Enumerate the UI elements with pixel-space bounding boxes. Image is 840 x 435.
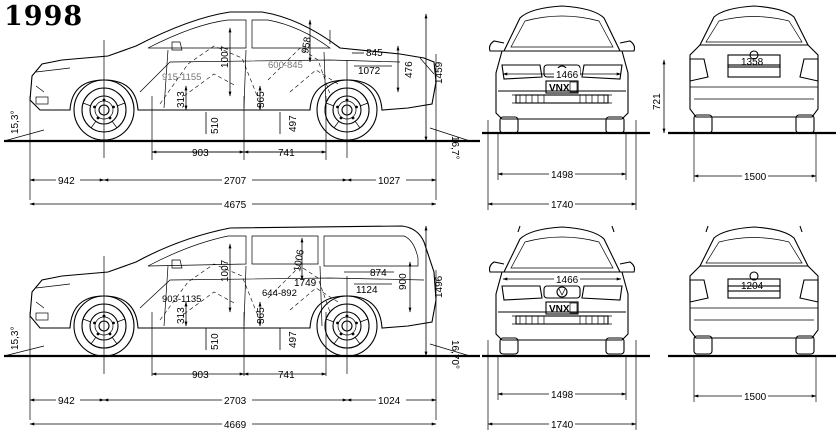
dim-1024: 1024 [378, 396, 401, 407]
dim-1007: 1007 [220, 45, 231, 68]
wagon-lower-dimensions: 313 365 510 497 15,3° 16,70° [3, 301, 471, 369]
wagon-top-dimensions: 1007 1006 874 1749 644-892 903-1135 1124… [162, 225, 445, 357]
dim-741: 741 [278, 370, 295, 381]
dim-1459: 1459 [434, 61, 445, 84]
dim-1496: 1496 [434, 275, 445, 298]
dim-1740: 1740 [551, 420, 574, 431]
dim-1027: 1027 [378, 176, 401, 187]
angle-15-3: 15,3° [10, 327, 21, 350]
angle-16-70: 16,70° [449, 340, 460, 369]
dim-497: 497 [288, 331, 299, 348]
dim-644-892: 644-892 [262, 288, 297, 299]
angle-16-7: 16,7° [449, 136, 460, 159]
dim-2703: 2703 [224, 396, 247, 407]
dim-1204: 1204 [741, 281, 764, 292]
dim-903-1135: 903-1135 [162, 294, 201, 305]
sedan-lower-dimensions: 313 365 510 497 15,3° 16,7° [3, 85, 471, 159]
dim-1749: 1749 [294, 278, 317, 289]
dim-942: 942 [58, 176, 75, 187]
dim-1006: 1006 [292, 248, 307, 272]
dim-1498: 1498 [551, 390, 574, 401]
dim-942: 942 [58, 396, 75, 407]
wagon-side-view [4, 225, 480, 420]
front-plate: VNX [549, 304, 570, 315]
wagon-rear-view: 1204 1500 [668, 225, 836, 403]
sedan-front-view: 1466 VNX 721 1498 1740 [482, 5, 666, 211]
dim-1358: 1358 [741, 57, 764, 68]
dim-903: 903 [192, 148, 209, 159]
dim-365: 365 [256, 91, 267, 108]
dim-365: 365 [256, 307, 267, 324]
dim-900: 900 [398, 273, 409, 290]
dim-915-1155: 915-1155 [162, 72, 201, 83]
sedan-top-dimensions: 1007 958 845 600-845 915-1155 1072 476 1… [162, 13, 445, 142]
dim-741: 741 [278, 148, 295, 159]
dim-front-1466: 1466 [556, 275, 579, 286]
sedan-side-view [4, 11, 480, 200]
dim-510: 510 [210, 117, 221, 134]
dim-476: 476 [404, 61, 415, 78]
dim-845: 845 [366, 48, 383, 59]
dim-rear-1500: 1500 [744, 392, 767, 403]
dim-4675: 4675 [224, 200, 247, 211]
sedan-length-dimensions: 903 741 942 2707 1027 4675 [29, 148, 437, 211]
wagon-front-view: 1466 VNX 1498 1740 [482, 225, 650, 431]
dim-1072: 1072 [358, 66, 381, 77]
dim-4669: 4669 [224, 420, 247, 431]
angle-15-3: 15,3° [10, 111, 21, 134]
dim-1007: 1007 [220, 259, 231, 282]
dim-497: 497 [288, 115, 299, 132]
year-label: 1998 [4, 1, 84, 32]
dim-510: 510 [210, 333, 221, 350]
dim-600-845: 600-845 [268, 60, 303, 71]
dim-313: 313 [176, 91, 187, 108]
dim-1740: 1740 [551, 200, 574, 211]
front-plate: VNX [549, 83, 570, 94]
dim-front-1466: 1466 [556, 70, 579, 81]
dim-313: 313 [176, 307, 187, 324]
wagon-length-dimensions: 903 741 942 2703 1024 4669 [29, 370, 437, 431]
dim-1498: 1498 [551, 170, 574, 181]
sedan-rear-view: 1358 1500 [668, 5, 836, 183]
dim-721: 721 [652, 93, 663, 110]
dim-2707: 2707 [224, 176, 247, 187]
dim-1124: 1124 [356, 285, 378, 296]
dim-874: 874 [370, 268, 387, 279]
dim-958: 958 [300, 36, 314, 55]
dim-903: 903 [192, 370, 209, 381]
dim-rear-1500: 1500 [744, 172, 767, 183]
